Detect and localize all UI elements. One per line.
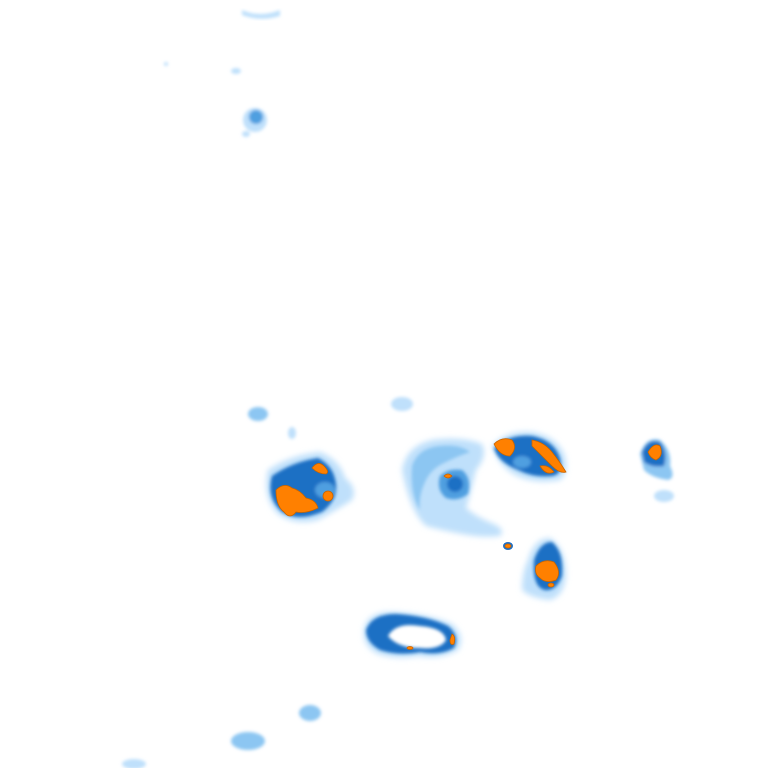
cell-top-specks [164, 62, 241, 74]
storm-cell-lower-right [522, 538, 566, 600]
cell-bottom-small [122, 705, 321, 768]
cell-center-small [391, 397, 413, 411]
cell-left-small [248, 407, 296, 439]
storm-cell-upper-right [492, 431, 567, 482]
storm-cell-lower-ring [363, 612, 461, 658]
cell-top-arc [242, 10, 280, 19]
storm-cell-center-ring [402, 438, 513, 550]
storm-cell-far-right [640, 439, 674, 502]
storm-cell-left [266, 452, 354, 522]
cell-upper-small [242, 108, 267, 137]
